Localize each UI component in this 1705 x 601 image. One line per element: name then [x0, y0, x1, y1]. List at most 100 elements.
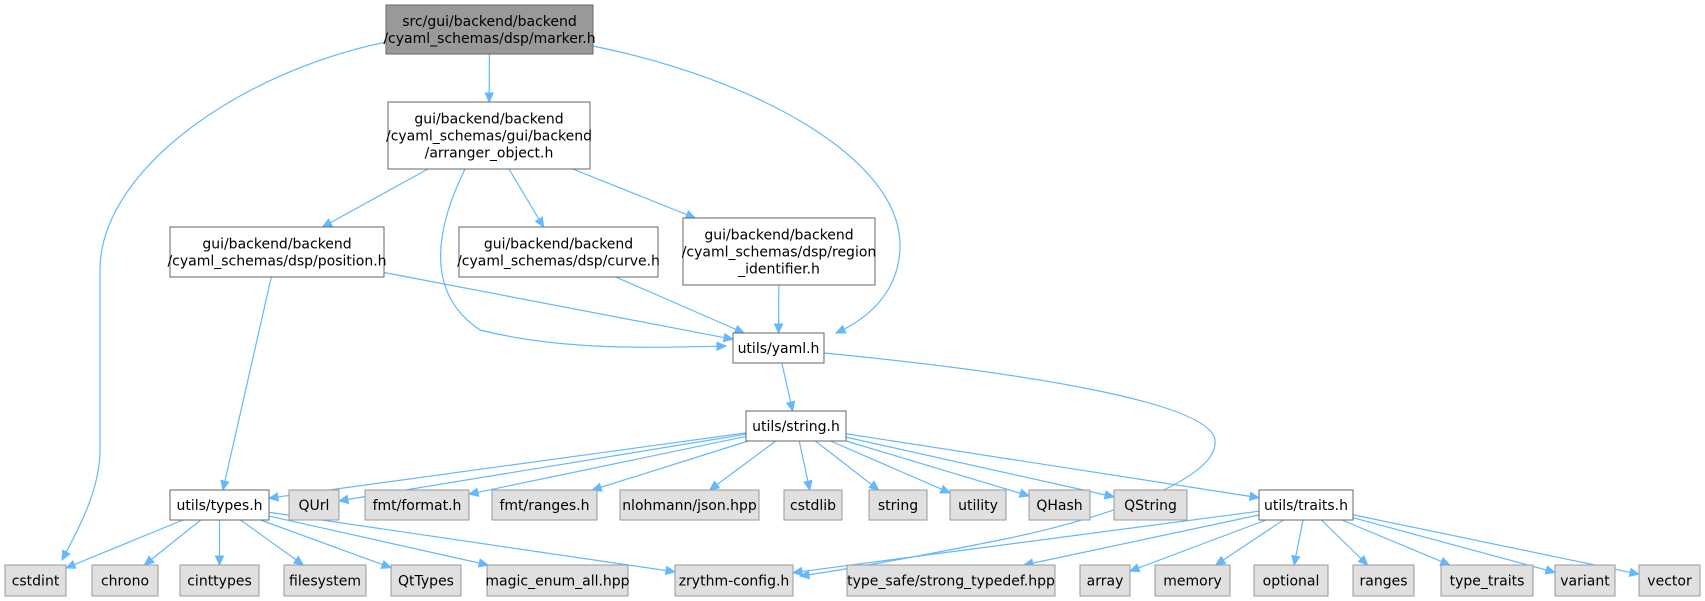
node-types[interactable]: utils/types.h [169, 489, 270, 521]
node-layer: src/gui/backend/backend/cyaml_schemas/ds… [4, 4, 1701, 597]
node-arranger[interactable]: gui/backend/backend/cyaml_schemas/gui/ba… [386, 101, 592, 170]
node-cinttypes-label-line-0: cinttypes [187, 574, 252, 590]
node-stringstd-label-line-0: string [878, 498, 918, 514]
node-yaml-box [732, 332, 825, 364]
edge-traits-to-zrythm [792, 510, 1260, 574]
node-filesystem[interactable]: filesystem [283, 564, 367, 597]
node-utility-label-line-0: utility [958, 498, 998, 514]
edge-string-to-cstdlib-arrowhead [803, 479, 813, 492]
node-position-box [169, 226, 385, 278]
edge-types-to-filesystem-arrowhead [292, 555, 305, 566]
node-vector[interactable]: vector [1638, 564, 1701, 597]
node-array[interactable]: array [1079, 564, 1131, 597]
edge-curve-to-yaml [615, 276, 745, 334]
node-fmtranges-label-line-0: fmt/ranges.h [499, 498, 589, 514]
edge-types-to-cstdint-arrowhead [64, 559, 77, 569]
node-utility[interactable]: utility [949, 489, 1007, 521]
node-cstdint[interactable]: cstdint [4, 564, 67, 597]
edge-region-to-yaml-arrowhead [773, 323, 784, 335]
edge-string-to-qstring-arrowhead [1103, 490, 1116, 500]
node-vector-box [1638, 564, 1701, 597]
edge-yaml-to-string-arrowhead [785, 400, 796, 413]
node-arranger-label-line-2: /arranger_object.h [425, 146, 554, 162]
edge-string-to-json-arrowhead [708, 480, 721, 491]
node-optional-label-line-0: optional [1263, 574, 1320, 590]
node-traits[interactable]: utils/traits.h [1258, 489, 1354, 521]
node-fmtformat-label-line-0: fmt/format.h [373, 498, 462, 514]
node-qhash[interactable]: QHash [1028, 489, 1091, 521]
edge-string-to-fmtformat [468, 435, 747, 495]
edge-types-to-filesystem [240, 519, 304, 566]
node-position[interactable]: gui/backend/backend/cyaml_schemas/dsp/po… [167, 226, 387, 278]
edge-position-to-types [222, 276, 272, 491]
edge-string-to-utility-arrowhead [939, 484, 952, 494]
edge-traits-to-typetraits [1341, 519, 1451, 566]
edge-position-to-types-arrowhead [220, 479, 230, 492]
node-chrono[interactable]: chrono [91, 564, 159, 597]
edge-position-to-yaml [383, 271, 734, 340]
node-arranger-box [387, 101, 591, 170]
node-curve-label-line-1: /cyaml_schemas/dsp/curve.h [457, 254, 660, 270]
node-zrythm[interactable]: zrythm-config.h [674, 564, 794, 597]
edge-traits-to-variant [1352, 517, 1556, 573]
node-fmtranges[interactable]: fmt/ranges.h [491, 489, 598, 521]
edge-marker-to-cstdint-arrowhead [61, 549, 71, 562]
node-region[interactable]: gui/backend/backend/cyaml_schemas/dsp/re… [682, 217, 877, 286]
edge-position-to-yaml-arrowhead [722, 332, 735, 343]
node-ranges[interactable]: ranges [1352, 564, 1415, 597]
node-stringstd-box [868, 489, 928, 521]
node-strongtd-label-line-0: type_safe/strong_typedef.hpp [847, 574, 1055, 590]
node-curve[interactable]: gui/backend/backend/cyaml_schemas/dsp/cu… [457, 226, 660, 278]
edge-string-to-fmtformat-arrowhead [467, 487, 480, 497]
edge-arranger-to-region [572, 168, 696, 219]
edge-string-to-types [268, 432, 747, 499]
node-marker-box [385, 4, 594, 55]
edge-types-to-qttypes [260, 519, 392, 569]
node-string[interactable]: utils/string.h [745, 410, 847, 442]
node-yaml[interactable]: utils/yaml.h [732, 332, 825, 364]
node-zrythm-box [674, 564, 794, 597]
edge-arranger-to-region-arrowhead [684, 210, 697, 219]
node-memory[interactable]: memory [1154, 564, 1231, 597]
node-memory-label-line-0: memory [1163, 574, 1222, 590]
node-optional-box [1253, 564, 1329, 597]
node-marker-label-line-0: src/gui/backend/backend [402, 14, 577, 30]
node-qurl[interactable]: QUrl [288, 489, 340, 521]
node-cstdlib[interactable]: cstdlib [783, 489, 843, 521]
node-arranger-label-line-0: gui/backend/backend [414, 112, 563, 128]
node-fmtformat[interactable]: fmt/format.h [364, 489, 470, 521]
edge-arranger-to-curve [508, 168, 545, 228]
node-stringstd[interactable]: string [868, 489, 928, 521]
node-utility-box [949, 489, 1007, 521]
edge-arranger-to-position-arrowhead [321, 218, 334, 228]
edge-marker-to-yaml [592, 45, 901, 334]
node-qttypes[interactable]: QtTypes [390, 564, 462, 597]
node-json[interactable]: nlohmann/json.hpp [619, 489, 760, 521]
edge-traits-to-array-arrowhead [1128, 563, 1141, 573]
node-cstdint-label-line-0: cstdint [12, 574, 60, 590]
edge-string-to-traits [845, 433, 1260, 499]
node-marker[interactable]: src/gui/backend/backend/cyaml_schemas/ds… [383, 4, 596, 55]
edge-marker-to-arranger-arrowhead [484, 92, 494, 104]
node-typetraits[interactable]: type_traits [1440, 564, 1534, 597]
node-qstring[interactable]: QString [1113, 489, 1188, 521]
node-types-box [169, 489, 270, 521]
edge-traits-to-vector [1352, 514, 1640, 575]
node-qhash-label-line-0: QHash [1036, 498, 1082, 514]
edge-string-to-fmtranges [592, 440, 749, 491]
edge-traits-to-optional-arrowhead [1291, 554, 1301, 567]
edge-marker-to-cstdint [61, 41, 387, 561]
node-variant[interactable]: variant [1554, 564, 1616, 597]
node-filesystem-label-line-0: filesystem [289, 574, 361, 590]
node-ranges-box [1352, 564, 1415, 597]
node-cinttypes[interactable]: cinttypes [179, 564, 260, 597]
node-fmtranges-box [491, 489, 598, 521]
node-strongtd[interactable]: type_safe/strong_typedef.hpp [846, 564, 1056, 597]
node-filesystem-box [283, 564, 367, 597]
node-qstring-box [1113, 489, 1188, 521]
node-magic[interactable]: magic_enum_all.hpp [485, 564, 630, 597]
node-region-box [682, 217, 876, 286]
node-cinttypes-box [179, 564, 260, 597]
edge-string-to-qhash-arrowhead [1018, 488, 1031, 498]
node-optional[interactable]: optional [1253, 564, 1329, 597]
